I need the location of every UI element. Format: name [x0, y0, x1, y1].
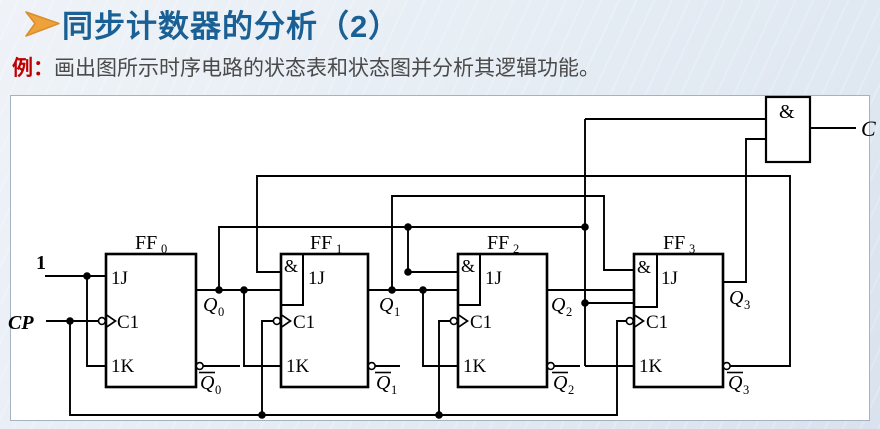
diagram-panel	[10, 95, 870, 421]
arrow-bullet-icon	[25, 11, 60, 37]
example-text: 画出图所示时序电路的状态表和状态图并分析其逻辑功能。	[54, 57, 600, 80]
example-label: 例：	[12, 57, 54, 80]
page-title: 同步计数器的分析（2）	[62, 9, 401, 44]
example-line: 例：画出图所示时序电路的状态表和状态图并分析其逻辑功能。	[12, 52, 600, 82]
